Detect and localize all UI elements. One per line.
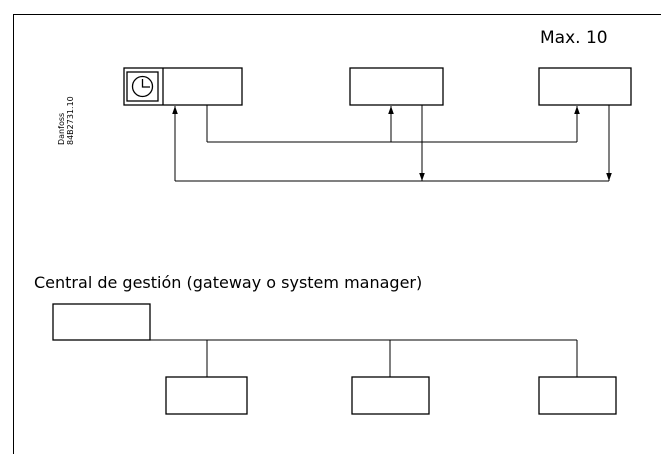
central-label: Central de gestión (gateway o system man…: [34, 273, 422, 292]
bottom-unit-box-3: [538, 376, 617, 415]
central-manager-box: [52, 303, 151, 341]
vendor-code-line1: Danfoss: [57, 113, 66, 145]
diagram-frame: [13, 14, 661, 454]
vendor-code-line2: 84B2731.10: [66, 96, 75, 145]
top-bus-lines: [172, 105, 612, 182]
controller-box-2: [349, 67, 444, 106]
clock-icon: [131, 75, 154, 98]
vendor-code: Danfoss 84B2731.10: [57, 96, 75, 145]
controller-box-3: [538, 67, 632, 106]
master-controller-box: [123, 67, 243, 106]
bottom-unit-box-1: [165, 376, 248, 415]
clock-frame: [126, 71, 159, 102]
bottom-bus-lines: [150, 339, 578, 377]
bottom-unit-box-2: [351, 376, 430, 415]
max-label: Max. 10: [540, 28, 608, 48]
